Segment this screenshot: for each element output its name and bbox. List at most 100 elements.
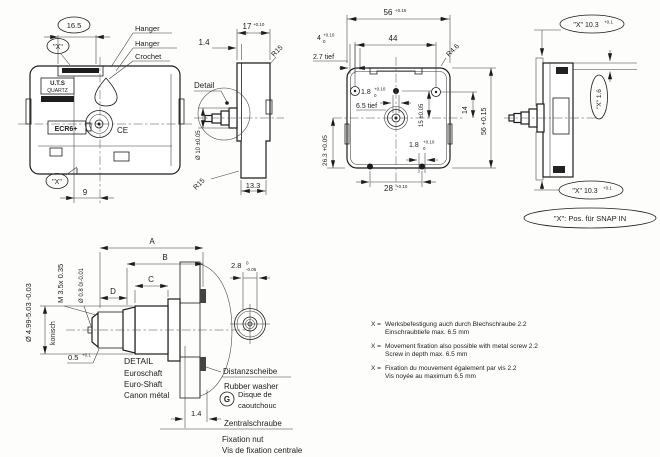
dim-boss2-tol-bot: 0	[423, 146, 426, 151]
dim-nut: 1.4	[191, 409, 201, 418]
front-x-ref-top: "X"	[46, 38, 71, 66]
note1-line1: Werksbefestigung auch durch Blechschraub…	[385, 321, 527, 328]
dim-A: A	[99, 237, 204, 308]
dim-slot-w-tol-bot: 0	[323, 39, 326, 44]
dim-slot-width: 16.5	[67, 21, 82, 30]
dim-boss-depth: 6.5 tief	[356, 103, 377, 110]
model-label: ECR6+	[55, 126, 78, 133]
dim-D: D	[100, 287, 127, 301]
dim-shaft-dia: Ø 4.99-5.03 -0.03 konisch	[24, 283, 133, 355]
front-view: U.T.S QUARTZ ECR6+ CE 16.5 "X" Hanger Ha	[18, 16, 192, 204]
note2-line2: Screw in depth max. 6.5 mm	[385, 351, 467, 358]
side-body	[236, 62, 271, 179]
washer-label-fr2: caoutchouc	[238, 401, 277, 410]
note1-line2: Einschraubtiefe max. 6.5 mm	[385, 329, 469, 336]
plate-section-top	[179, 261, 201, 304]
dim-b-label: B	[162, 253, 167, 262]
dim-thick: 2.8	[231, 261, 241, 270]
x-ref-top: "X"	[53, 44, 63, 51]
dim-28: 28	[384, 184, 393, 193]
dim-C: C	[134, 275, 169, 303]
snap-view: "X" 10.3 +0.1 "X" 1.6 "X" 10.3 +0.1 "X":…	[504, 14, 657, 229]
plate-section-bottom	[179, 356, 201, 399]
washer-label-en: Rubber washer	[224, 382, 279, 391]
panel-section-top	[535, 57, 544, 107]
washer-front-view	[230, 304, 270, 344]
x-ref-bottom: "X"	[52, 179, 62, 186]
bottom-hole-right	[419, 163, 425, 170]
note2-line1: Movement fixation also possible with met…	[385, 343, 538, 350]
dim-lower: 13.3	[246, 181, 261, 190]
ce-mark: CE	[117, 126, 128, 135]
brand-line2: QUARTZ	[47, 88, 67, 94]
note1-prefix: X =	[371, 321, 381, 328]
front-body	[29, 65, 181, 175]
dim-pivot: Ø 0.8 0/-0.01	[79, 267, 92, 327]
dim-slot-w: 4	[317, 35, 321, 42]
dim-d-label: D	[110, 287, 116, 296]
shaft-detail-view: A B C D Ø 4.99-5.03 -0.03 konisch M 3.5x…	[24, 237, 250, 400]
dim-tip-val: 0.5	[68, 353, 78, 362]
dim-tip: 0.5 +0.1	[67, 348, 100, 364]
dim-boss: 1.8	[361, 89, 371, 96]
snap-ref-mid: "X" 1.6	[573, 50, 637, 120]
detail-label: Detail	[194, 81, 215, 90]
dim-holes: 44	[389, 34, 398, 43]
dim-hub: Ø 10 ±0.05	[196, 130, 202, 160]
detail-name-en: Euro-Shaft	[124, 380, 163, 389]
front-dim-slot-width: 16.5	[44, 16, 110, 64]
side-radius-bottom: R15	[192, 170, 240, 191]
snap-latch-bottom	[553, 166, 565, 173]
back-dim-26: 26.3 +0.05	[322, 118, 345, 169]
nut-dim-1-4: 1.4	[171, 346, 221, 428]
note3-line1: Fixation du mouvement également par vis …	[385, 365, 517, 372]
ref-mid: "X" 1.6	[596, 89, 603, 109]
dim-depth: 17	[243, 22, 252, 31]
detail-title-block: DETAIL Euroschaft Euro-Shaft Canon métal	[124, 356, 170, 400]
washer-dim-thickness: 2.8 0 -0.05	[230, 261, 270, 310]
dim-depth-tol: +0.10	[253, 22, 265, 27]
dim-slot-w-tol-top: +0.10	[323, 33, 335, 38]
front-x-ref-bottom: "X"	[45, 166, 78, 189]
hanger-label-fr: Crochet	[135, 52, 162, 61]
side-detail-callout: Detail	[194, 81, 251, 141]
hanger-bar	[62, 68, 99, 73]
snap-body	[542, 62, 574, 178]
detail-name-fr: Canon métal	[124, 391, 170, 400]
snap-ref-bottom: "X" 10.3 +0.1	[534, 180, 624, 200]
ref-top-tol: +0.1	[604, 20, 613, 25]
side-dim-lip: 1.4	[198, 38, 242, 60]
snap-ref-top: "X" 10.3 +0.1	[534, 14, 625, 56]
hanger-callout: Hanger Hanger Crochet	[108, 24, 177, 80]
radius-top: R15	[270, 44, 284, 58]
boss-left	[350, 86, 360, 96]
back-dim-14: 14	[441, 91, 477, 118]
thread-label: M 3.5x 0.35	[56, 264, 65, 303]
brand-line1: U.T.S	[50, 81, 65, 87]
dim-26: 26.3 +0.05	[322, 135, 329, 166]
dim-slot-depth: 2.7 tief	[313, 54, 334, 61]
fixation-notes: X = Werksbefestigung auch durch Blechsch…	[371, 321, 538, 380]
material-symbol-circle	[219, 391, 235, 407]
dim-lip: 1.4	[198, 38, 210, 47]
dim-width: 56	[384, 8, 393, 17]
note3-line2: Vis noyée au maximum 6.5 mm	[385, 373, 476, 380]
side-dim-depth: 17 +0.10	[236, 22, 271, 60]
dim-thick-tol-bot: -0.05	[246, 267, 257, 272]
taper-label: konisch	[50, 321, 57, 345]
dim-boss-tol-bot: 0	[374, 93, 377, 98]
washer-detail-view: 2.8 0 -0.05 Distanzscheibe Rubber washer…	[160, 261, 303, 455]
bottom-hole-left	[367, 163, 373, 170]
snap-caption-text: "X": Pos. für SNAP IN	[554, 214, 626, 223]
dim-boss2-tol-top: +0.10	[423, 140, 435, 145]
back-dim-width-top: 56 +0.15	[346, 8, 451, 63]
side-view: 17 +0.10 1.4 R15 Detail Ø 10 ±0.05 R1	[192, 22, 285, 195]
back-dim-boss-top: 1.8 +0.10 0 6.5 tief	[356, 87, 411, 113]
washer-label-de: Distanzscheibe	[223, 367, 278, 376]
nut-label-fr: Vis de fixation centrale	[222, 446, 303, 455]
hanger-label-en: Hanger	[135, 39, 160, 48]
note3-prefix: X =	[371, 365, 381, 372]
back-dim-15: 15 ±0.05	[402, 90, 432, 127]
